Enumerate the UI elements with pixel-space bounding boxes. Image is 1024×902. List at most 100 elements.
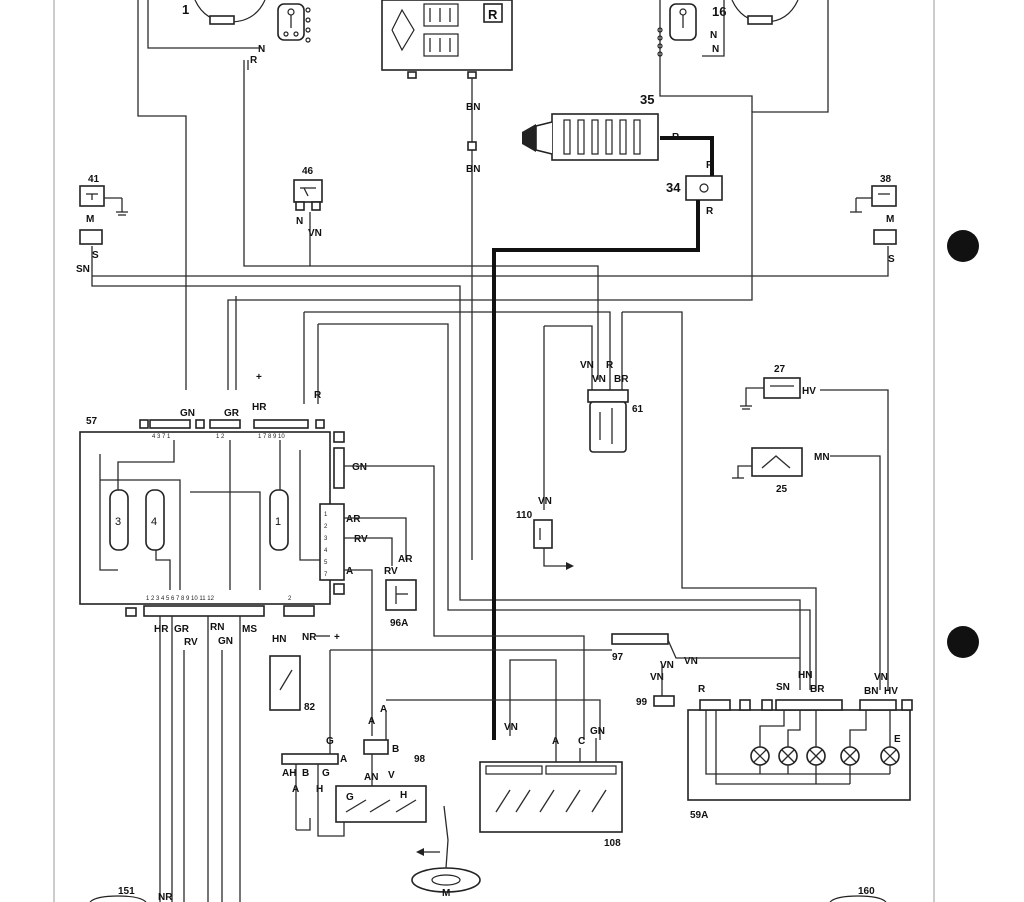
svg-text:GN: GN	[218, 636, 233, 647]
svg-text:S: S	[888, 254, 895, 265]
svg-text:AN: AN	[364, 772, 378, 783]
wires-bottom-left: HR GR RV RN GN MS NR	[154, 616, 257, 902]
svg-text:B: B	[392, 744, 399, 755]
component-160: 160	[829, 886, 887, 902]
svg-text:N: N	[712, 44, 719, 55]
svg-text:V: V	[388, 770, 395, 781]
binder-hole-top	[947, 230, 979, 262]
svg-text:1: 1	[182, 2, 189, 17]
svg-text:NR: NR	[302, 632, 317, 643]
svg-text:AR: AR	[398, 554, 413, 565]
svg-text:59A: 59A	[690, 810, 708, 821]
svg-text:M: M	[86, 214, 94, 225]
svg-text:G: G	[322, 768, 330, 779]
component-99: VN 99	[636, 664, 675, 708]
svg-text:N: N	[258, 44, 265, 55]
svg-text:41: 41	[88, 174, 100, 185]
svg-text:151: 151	[118, 886, 135, 897]
svg-text:A: A	[340, 754, 347, 765]
svg-text:160: 160	[858, 886, 875, 897]
connector-left-bottom: G A AH B G A H	[281, 736, 347, 837]
svg-text:GN: GN	[352, 462, 367, 473]
binder-hole-bottom	[947, 626, 979, 658]
svg-text:4: 4	[151, 516, 157, 528]
svg-text:N: N	[710, 30, 717, 41]
svg-text:99: 99	[636, 697, 648, 708]
svg-text:MN: MN	[814, 452, 830, 463]
svg-text:4: 4	[324, 548, 328, 554]
wires-57-right: GN AR RV A	[344, 462, 585, 740]
wires-top	[91, 0, 889, 690]
lamp-right-top	[731, 0, 799, 25]
svg-text:4 3 7 1: 4 3 7 1	[152, 434, 171, 440]
svg-text:VN: VN	[874, 672, 888, 683]
svg-text:1 7 8 9 10: 1 7 8 9 10	[258, 434, 285, 440]
svg-text:BN: BN	[466, 164, 480, 175]
svg-text:MS: MS	[242, 624, 257, 635]
alternator: R	[381, 0, 513, 79]
svg-text:RN: RN	[210, 622, 224, 633]
svg-text:1: 1	[275, 516, 281, 528]
svg-text:HN: HN	[798, 670, 812, 681]
svg-text:VN: VN	[538, 496, 552, 507]
svg-text:R: R	[488, 7, 498, 22]
svg-text:3: 3	[324, 536, 328, 542]
svg-text:VN: VN	[592, 374, 606, 385]
svg-text:GR: GR	[174, 624, 190, 635]
svg-text:97: 97	[612, 652, 624, 663]
component-57-fusebox: 57 4 3 7 1 1 2 1 7 8 9 10 GN GR HR + R 3…	[79, 372, 345, 617]
svg-text:BN: BN	[466, 102, 480, 113]
svg-text:VN: VN	[580, 360, 594, 371]
svg-text:E: E	[894, 734, 901, 745]
svg-text:7: 7	[324, 572, 328, 578]
svg-text:27: 27	[774, 364, 786, 375]
component-110: VN 110	[516, 496, 574, 570]
svg-text:34: 34	[666, 180, 681, 195]
svg-text:GN: GN	[590, 726, 605, 737]
component-151: 151	[89, 886, 147, 902]
svg-text:VN: VN	[660, 660, 674, 671]
svg-text:SN: SN	[776, 682, 790, 693]
svg-text:82: 82	[304, 702, 316, 713]
svg-text:H: H	[316, 784, 323, 795]
battery-cable-main	[492, 200, 700, 740]
svg-text:1: 1	[324, 512, 328, 518]
component-41: 41 M S SN	[76, 174, 128, 275]
svg-text:GR: GR	[224, 408, 240, 419]
svg-text:G: G	[346, 792, 354, 803]
svg-text:H: H	[400, 790, 407, 801]
svg-text:AR: AR	[346, 514, 361, 525]
svg-text:SN: SN	[76, 264, 90, 275]
svg-text:108: 108	[604, 838, 621, 849]
battery-cable-upper	[660, 136, 714, 176]
svg-text:38: 38	[880, 174, 892, 185]
svg-text:57: 57	[86, 416, 98, 427]
svg-text:AH: AH	[282, 768, 296, 779]
svg-text:RV: RV	[354, 534, 368, 545]
svg-text:98: 98	[414, 754, 426, 765]
svg-text:RV: RV	[184, 637, 198, 648]
component-1: 1	[182, 0, 266, 25]
component-98: A A B 98 AN V G H	[335, 699, 601, 823]
component-25: MN 25	[732, 447, 881, 690]
svg-text:VN: VN	[684, 656, 698, 667]
component-2: N R	[250, 3, 311, 66]
svg-text:1 2: 1 2	[216, 434, 225, 440]
component-46: 46 N VN	[293, 166, 323, 239]
svg-text:N: N	[296, 216, 303, 227]
svg-text:61: 61	[632, 404, 644, 415]
svg-text:HV: HV	[802, 386, 816, 397]
wire-labels-top: BN BN	[466, 102, 480, 175]
svg-text:R: R	[698, 684, 706, 695]
component-38: 38 M S	[850, 174, 897, 265]
svg-text:46: 46	[302, 166, 314, 177]
svg-text:110: 110	[516, 510, 533, 521]
svg-text:96A: 96A	[390, 618, 408, 629]
svg-text:25: 25	[776, 484, 788, 495]
component-16: 16 N N	[657, 3, 726, 57]
component-97: 97 VN VN	[329, 633, 800, 744]
svg-text:16: 16	[712, 4, 726, 19]
component-27: 27 HV	[740, 364, 889, 690]
svg-text:2: 2	[288, 596, 292, 602]
